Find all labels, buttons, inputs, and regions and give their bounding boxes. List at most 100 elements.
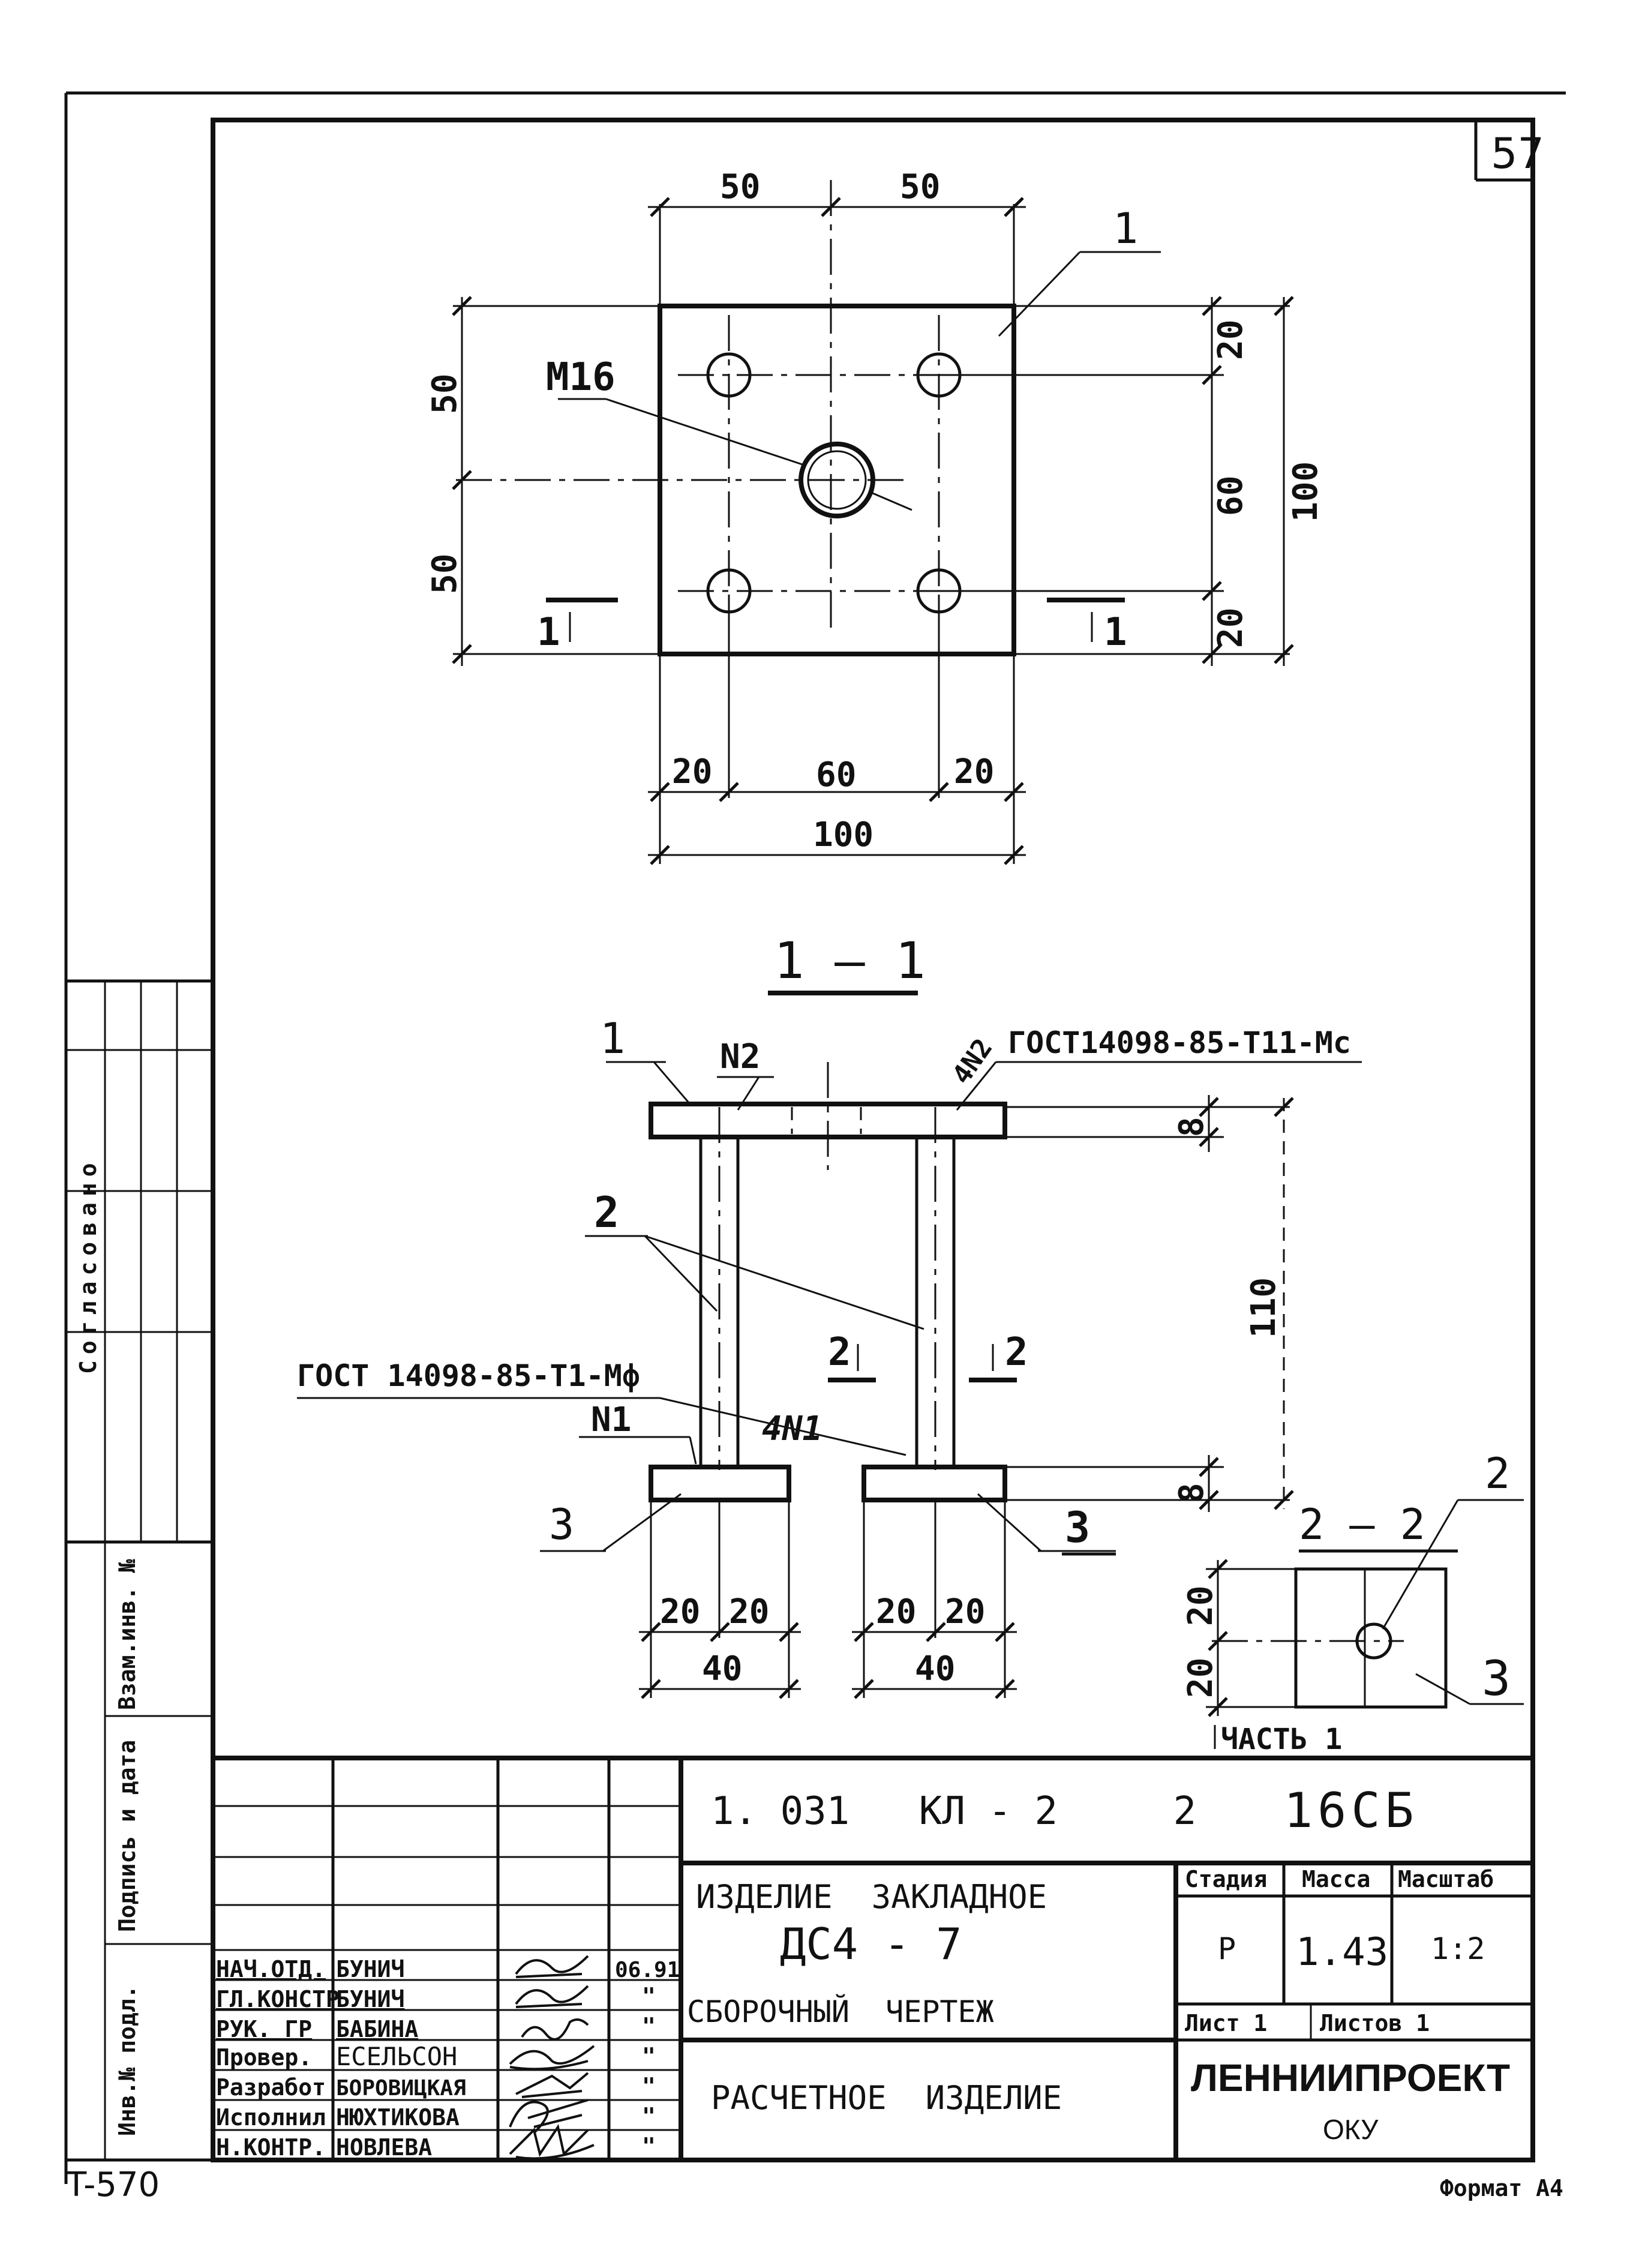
s22-caption: ЧАСТЬ 1 (1221, 1723, 1342, 1756)
weld-4n2-label: 4N2 (946, 1033, 998, 1090)
role-developed: Разработ (216, 2074, 326, 2101)
role-chief-designer: ГЛ.КОНСТР (216, 1986, 340, 2012)
dim-right-foot-1: 20 (876, 1592, 916, 1631)
threaded-hole (799, 442, 875, 518)
document-code: 1. 031 КЛ - 2 2 (711, 1789, 1196, 1834)
dim-left-foot-2: 20 (729, 1592, 769, 1631)
sheet-label: Лист 1 (1185, 2010, 1267, 2036)
section-mark-right: 1 (1104, 610, 1127, 655)
dim-top-plate: 8 (1172, 1117, 1211, 1137)
name-6: НЮХТИКОВА (336, 2104, 460, 2131)
role-checked: Провер. (216, 2044, 312, 2071)
dim-right-outer: 100 (1286, 461, 1325, 522)
anchor-hole (706, 352, 752, 398)
dim-right-1: 20 (1211, 320, 1250, 360)
header-mass: Масса (1302, 1866, 1370, 1892)
sheets-label: Листов 1 (1320, 2010, 1430, 2036)
agreed-label: Согласовано (75, 1157, 101, 1374)
name-1: БУНИЧ (336, 1956, 404, 1982)
value-mass: 1.43 (1296, 1930, 1388, 1975)
part-1-label: 1 (1113, 204, 1138, 253)
s11-part-1: 1 (600, 1014, 625, 1063)
weld-n2-label: N2 (720, 1037, 760, 1076)
s11-part-2: 2 (594, 1188, 619, 1237)
sign-date-label: Подпись и дата (114, 1740, 140, 1932)
dim-bottom-plate: 8 (1172, 1483, 1211, 1503)
role-group-lead: РУК. ГР (216, 2016, 312, 2042)
sheet-number: 57 (1491, 129, 1544, 178)
section-mark-2-right: 2 (1005, 1330, 1028, 1375)
format-label: Формат А4 (1440, 2175, 1563, 2201)
dim-right-foot-2: 20 (945, 1592, 985, 1631)
gost-top-label: ГОСТ14098-85-Т11-Мс (1008, 1025, 1351, 1060)
gost-bottom-label: ГОСТ 14098-85-Т1-Мф (297, 1358, 640, 1393)
dim-top-2: 50 (900, 167, 940, 206)
s22-part-3: 3 (1482, 1651, 1511, 1706)
section-1-1: 1 — 1 1 N2 4N2 ГОСТ14098-85-Т11-Мс 2 (297, 931, 1362, 1699)
signature-scribbles (509, 1955, 595, 2160)
thread-label: M16 (546, 355, 616, 400)
title-block: НАЧ.ОТД. ГЛ.КОНСТР РУК. ГР Провер. Разра… (213, 1756, 1533, 2161)
section-1-1-title: 1 — 1 (774, 931, 926, 990)
foot-plate-left (649, 1465, 791, 1502)
date-6: " (642, 2103, 656, 2129)
dim-right-foot-total: 40 (915, 1649, 955, 1688)
role-executed: Исполнил (216, 2104, 326, 2131)
dim-right-2: 60 (1211, 476, 1250, 516)
date-3: " (642, 2013, 656, 2039)
date-1: 06.91 (615, 1958, 680, 1982)
header-scale: Масштаб (1398, 1866, 1494, 1892)
form-code: T-570 (65, 2165, 160, 2204)
s22-dim-2: 20 (1181, 1658, 1220, 1698)
inv-replaced-label: Взам.инв. № (114, 1559, 140, 1710)
dim-right-3: 20 (1211, 608, 1250, 648)
date-7: " (642, 2133, 656, 2159)
dim-bottom-3: 20 (954, 752, 994, 791)
inv-original-label: Инв.№ подл. (114, 1985, 140, 2136)
date-5: " (642, 2073, 656, 2099)
s22-part-2: 2 (1485, 1449, 1510, 1498)
dim-left-foot-1: 20 (660, 1592, 700, 1631)
value-stage: Р (1218, 1931, 1236, 1966)
name-4: ЕСЕЛЬСОН (336, 2042, 457, 2071)
foot-plate-section (1294, 1567, 1448, 1709)
weld-4n1-label: 4N1 (762, 1409, 822, 1448)
name-2: БУНИЧ (336, 1986, 404, 2012)
dim-left-1: 50 (425, 374, 464, 414)
value-scale: 1:2 (1431, 1931, 1485, 1966)
section-2-2: 2 — 2 2 3 20 20 ЧАСТЬ 1 (1181, 1449, 1524, 1756)
dim-bottom-2: 60 (816, 755, 856, 794)
dim-left-2: 50 (425, 554, 464, 594)
weld-n1-label: N1 (591, 1400, 631, 1439)
dim-bottom-total: 100 (813, 815, 873, 854)
name-3: БАБИНА (336, 2016, 418, 2042)
dim-left-foot-total: 40 (702, 1649, 742, 1688)
section-mark-left: 1 (537, 610, 560, 655)
side-stamp: Согласовано Взам.инв. № Подпись и дата И… (64, 979, 215, 2162)
dim-height: 110 (1244, 1277, 1283, 1338)
dim-top-1: 50 (720, 167, 760, 206)
document-code-suffix: 16СБ (1284, 1783, 1419, 1838)
organization: ЛЕННИИПРОЕКТ (1191, 2056, 1510, 2099)
header-stage: Стадия (1185, 1866, 1267, 1892)
foot-plate-right (861, 1465, 1007, 1502)
name-5: БОРОВИЦКАЯ (336, 2076, 466, 2101)
name-7: НОВЛЕВА (336, 2134, 432, 2161)
role-norm-control: Н.КОНТР. (216, 2134, 326, 2161)
product-line-2: ДС4 - 7 (780, 1919, 962, 1969)
s22-dim-1: 20 (1181, 1586, 1220, 1626)
product-note: РАСЧЕТНОЕ ИЗДЕЛИЕ (711, 2079, 1062, 2117)
date-2: " (642, 1983, 656, 2009)
s11-part-3-left: 3 (549, 1500, 574, 1549)
section-2-2-title: 2 — 2 (1299, 1500, 1425, 1549)
section-mark-2-left: 2 (828, 1330, 851, 1375)
plan-view: M16 1 1 1 50 50 50 50 (425, 167, 1325, 865)
role-head-dept: НАЧ.ОТД. (216, 1956, 326, 1982)
s11-part-3-right: 3 (1065, 1503, 1090, 1552)
dim-bottom-1: 20 (672, 752, 712, 791)
product-line-1: ИЗДЕЛИЕ ЗАКЛАДНОЕ (696, 1878, 1047, 1916)
product-line-3: СБОРОЧНЫЙ ЧЕРТЕЖ (687, 1994, 994, 2029)
department: ОКУ (1323, 2114, 1379, 2145)
date-4: " (642, 2043, 656, 2069)
